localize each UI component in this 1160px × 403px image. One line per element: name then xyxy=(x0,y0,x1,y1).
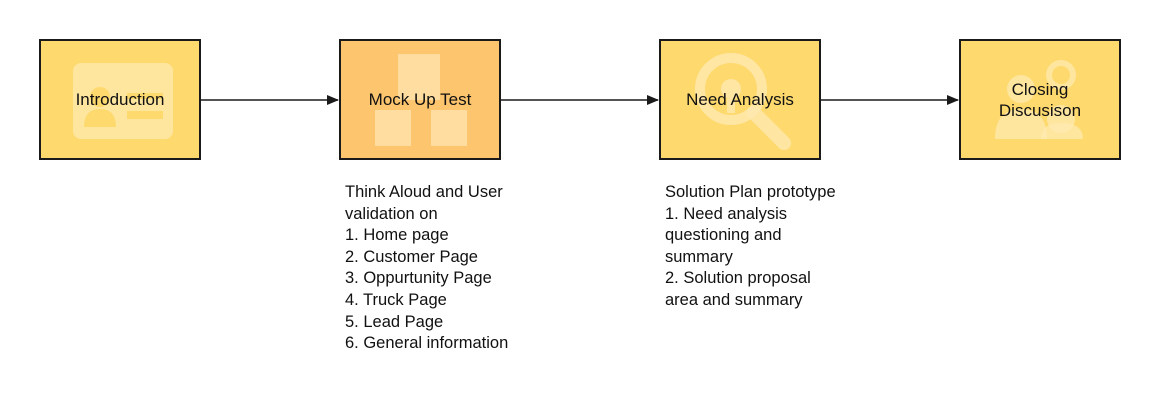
mock-up-test-notes: Think Aloud and User validation on 1. Ho… xyxy=(345,183,509,353)
boxes-icon xyxy=(375,54,467,146)
node-label: Mock Up Test xyxy=(368,90,472,109)
node-label: Closing Discusison xyxy=(998,79,1082,120)
node-label: Introduction xyxy=(75,90,165,109)
closing-discussion-node[interactable]: Closing Discusison xyxy=(959,39,1121,160)
id-card-icon xyxy=(73,63,173,139)
introduction-node[interactable]: Introduction xyxy=(39,39,201,160)
people-icon xyxy=(995,60,1083,139)
mock-up-test-node[interactable]: Mock Up Test xyxy=(339,39,501,160)
node-label: Need Analysis xyxy=(686,90,794,109)
need-analysis-notes: Solution Plan prototype 1. Need analysis… xyxy=(665,183,836,309)
need-analysis-node[interactable]: Need Analysis xyxy=(659,39,821,160)
magnifier-icon xyxy=(695,53,791,150)
